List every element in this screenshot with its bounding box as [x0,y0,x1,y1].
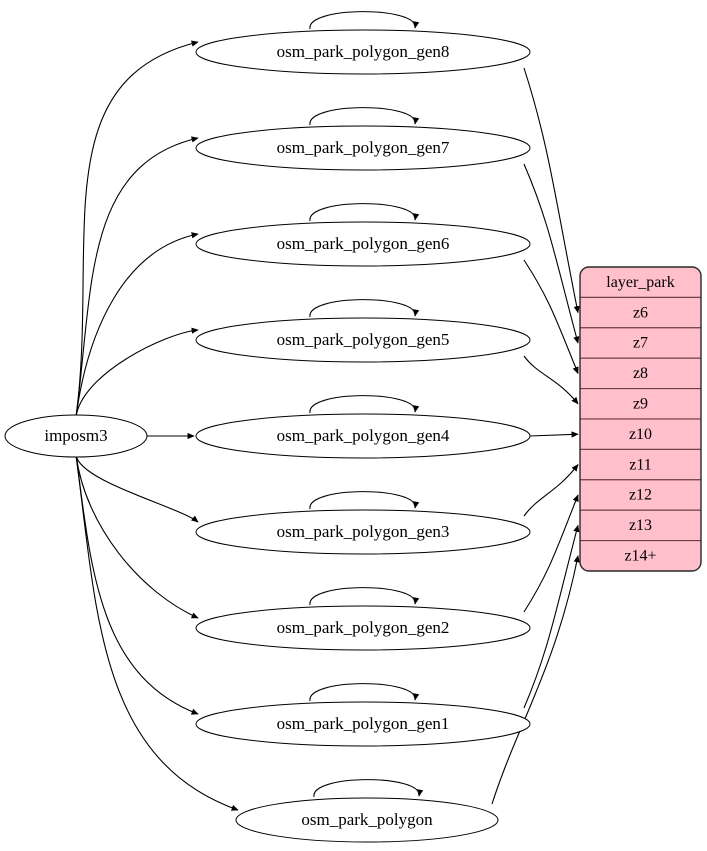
edge-imposm3-to-gen8 [75,40,199,418]
table-row-label-z6: z6 [633,304,648,321]
edge-gen7-to-z7 [523,163,580,344]
table-row-label-z8: z8 [633,365,648,382]
edge-gen5-to-z9 [523,355,579,405]
node-gen3[interactable] [195,509,531,555]
edge-imposm3-to-gen6 [75,232,199,418]
layer-park-table: layer_park z6 z7 z8 z9 z10 z11 z12 z13 z14+ [579,266,702,572]
edge-base-to-z14plus [491,555,580,805]
layer-park-rows [580,267,701,571]
table-row-label-z11: z11 [629,456,652,473]
edge-gen3-to-z11 [523,464,579,517]
self-loop-edge-base [313,779,424,798]
table-row-z7[interactable] [580,327,701,359]
self-loop-edge-gen7 [309,107,420,126]
self-loop-edge-gen5 [309,299,420,318]
node-gen2-label: osm_park_polygon_gen2 [277,618,450,637]
node-gen3-label: osm_park_polygon_gen3 [277,522,450,541]
node-gen8-label: osm_park_polygon_gen8 [277,42,450,61]
edge-imposm3-to-gen3 [75,454,199,523]
table-row-z9[interactable] [580,388,701,420]
node-gen1-label: osm_park_polygon_gen1 [277,714,450,733]
self-loop-edges [309,11,424,798]
node-gen6-label: osm_park_polygon_gen6 [277,234,450,253]
node-gen4[interactable] [195,413,531,459]
graph-nodes: imposm3 osm_park_polygon_gen8 osm_park_pol… [4,29,531,843]
edge-imposm3-to-gen7 [75,136,199,418]
edge-imposm3-to-gen2 [75,454,199,619]
node-base[interactable] [235,797,499,843]
table-row-z14plus[interactable] [580,540,701,571]
node-gen8[interactable] [195,29,531,75]
edge-imposm3-to-gen1 [75,454,199,715]
table-row-label-z10: z10 [629,426,652,443]
node-gen1[interactable] [195,701,531,747]
node-imposm3-label: imposm3 [44,426,107,445]
node-gen5-label: osm_park_polygon_gen5 [277,330,450,349]
edge-gen4-to-z10 [529,431,579,438]
table-row-label-z12: z12 [629,487,652,504]
self-loop-edge-gen8 [309,11,420,30]
layer-park-outline [579,266,702,572]
node-gen7[interactable] [195,125,531,171]
self-loop-edge-gen4 [309,395,420,414]
edge-gen2-to-z12 [523,494,579,613]
table-row-z12[interactable] [580,479,701,511]
layer-park-header-label: layer_park [606,274,674,291]
self-loop-edge-gen3 [309,491,420,510]
table-row-label-z14plus: z14+ [624,547,656,564]
table-row-z10[interactable] [580,418,701,450]
node-gen2[interactable] [195,605,531,651]
edges-from-imposm3 [75,40,239,811]
node-gen7-label: osm_park_polygon_gen7 [277,138,450,157]
node-gen4-label: osm_park_polygon_gen4 [277,426,450,445]
table-row-label-z7: z7 [633,335,648,352]
edge-imposm3-to-base [75,454,239,811]
node-gen5[interactable] [195,317,531,363]
self-loop-edge-gen6 [309,203,420,222]
edge-gen1-to-z13 [523,524,580,709]
self-loop-edge-gen2 [309,587,420,606]
node-gen6[interactable] [195,221,531,267]
table-row-z13[interactable] [580,509,701,542]
table-row-label-z9: z9 [633,395,648,412]
edge-gen6-to-z8 [523,259,579,375]
self-loop-edge-gen1 [309,683,420,702]
edges-to-layer-park [491,67,580,805]
node-base-label: osm_park_polygon [301,810,433,829]
table-row-label-z13: z13 [629,517,652,534]
edge-imposm3-to-gen5 [75,327,199,418]
edge-gen8-to-z6 [523,67,580,314]
table-row-z11[interactable] [580,448,701,481]
node-imposm3[interactable] [4,414,148,458]
